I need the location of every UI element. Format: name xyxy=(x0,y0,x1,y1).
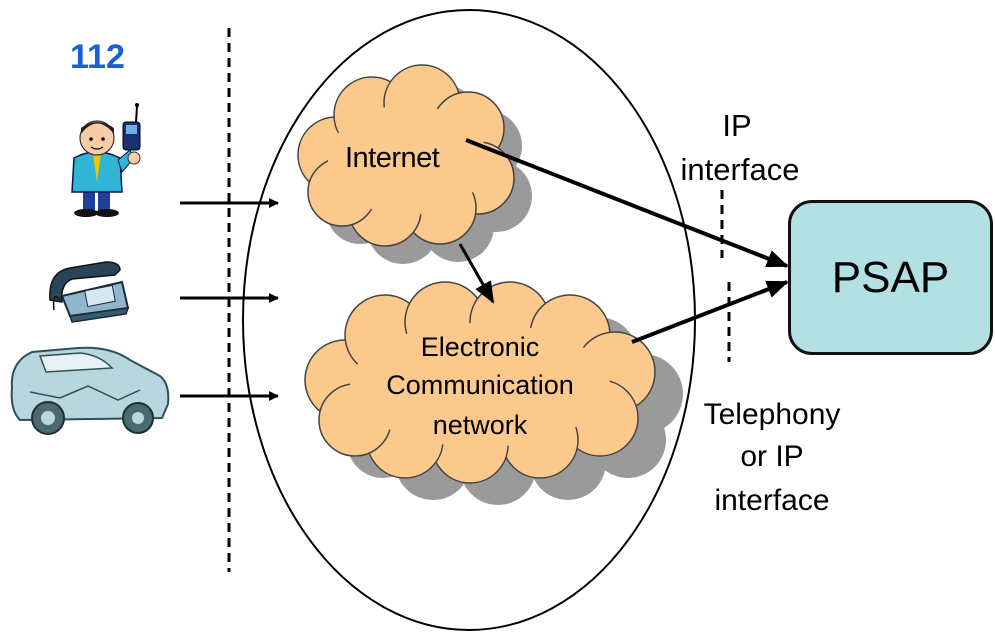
arrow-ecn-to-psap xyxy=(631,280,789,344)
arrow-internet-to-psap xyxy=(465,138,789,268)
desk-telephone-icon xyxy=(49,261,130,323)
telephony-interface-label-line1: Telephony xyxy=(703,398,841,431)
emergency-number-label: 112 xyxy=(70,38,125,76)
telephony-interface-label-line2: or IP xyxy=(740,440,804,473)
internet-label: Internet xyxy=(345,142,440,174)
ecn-label-line1: Electronic xyxy=(420,332,540,362)
crashed-car-icon xyxy=(10,346,170,435)
ip-interface-label-line2: interface xyxy=(680,152,800,187)
network-ellipse xyxy=(242,9,696,631)
person-with-mobile-phone-icon xyxy=(71,103,141,217)
ecn-label-line3: network xyxy=(432,410,528,440)
ecn-cloud xyxy=(304,281,683,505)
psap-box: PSAP xyxy=(788,200,993,355)
ecn-label-line2: Communication xyxy=(386,370,574,400)
ip-interface-label-line1: IP xyxy=(722,108,752,143)
internet-cloud xyxy=(297,64,532,264)
psap-label: PSAP xyxy=(831,252,950,302)
telephony-interface-label-line3: interface xyxy=(714,484,830,517)
arrow-internet-to-ecn xyxy=(458,243,495,304)
